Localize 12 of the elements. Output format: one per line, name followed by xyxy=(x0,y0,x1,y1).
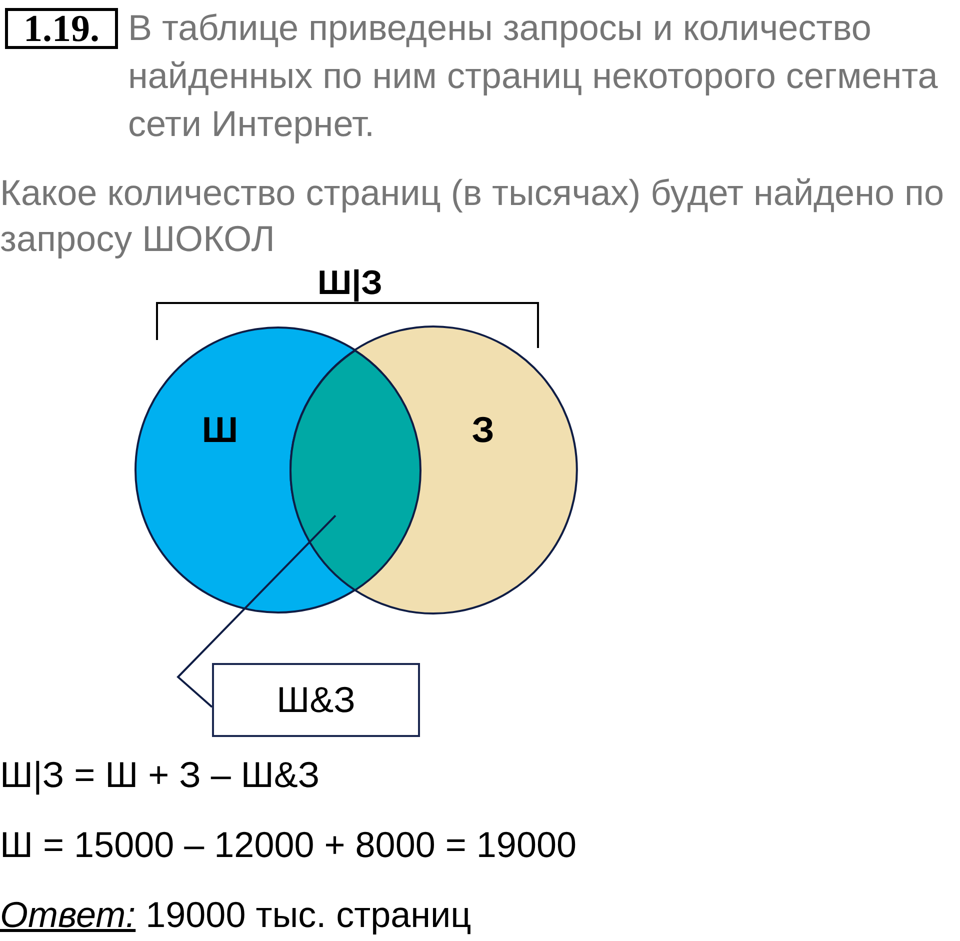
problem-text: В таблице приведены запросы и количество найденных по ним страниц некоторого сегмента сети Интернет. xyxy=(128,6,939,146)
union-label: Ш|З xyxy=(318,265,382,301)
intersection-area xyxy=(288,348,422,592)
question-text: Какое количество страниц (в тысячах) будет найдено по запросу ШОКОЛ xyxy=(0,171,945,261)
leader-line xyxy=(176,514,336,708)
answer-text: Ответ: 19000 тыс. страниц xyxy=(0,893,472,937)
problem-number: 1.19. xyxy=(5,8,118,49)
intersection-box: Ш&З xyxy=(212,663,420,737)
formula-text: Ш = 15000 – 12000 + 8000 = 19000 xyxy=(0,823,577,867)
set-label: З xyxy=(472,412,494,448)
set-label: Ш xyxy=(202,412,238,448)
formula-text: Ш|З = Ш + З – Ш&З xyxy=(0,753,320,797)
